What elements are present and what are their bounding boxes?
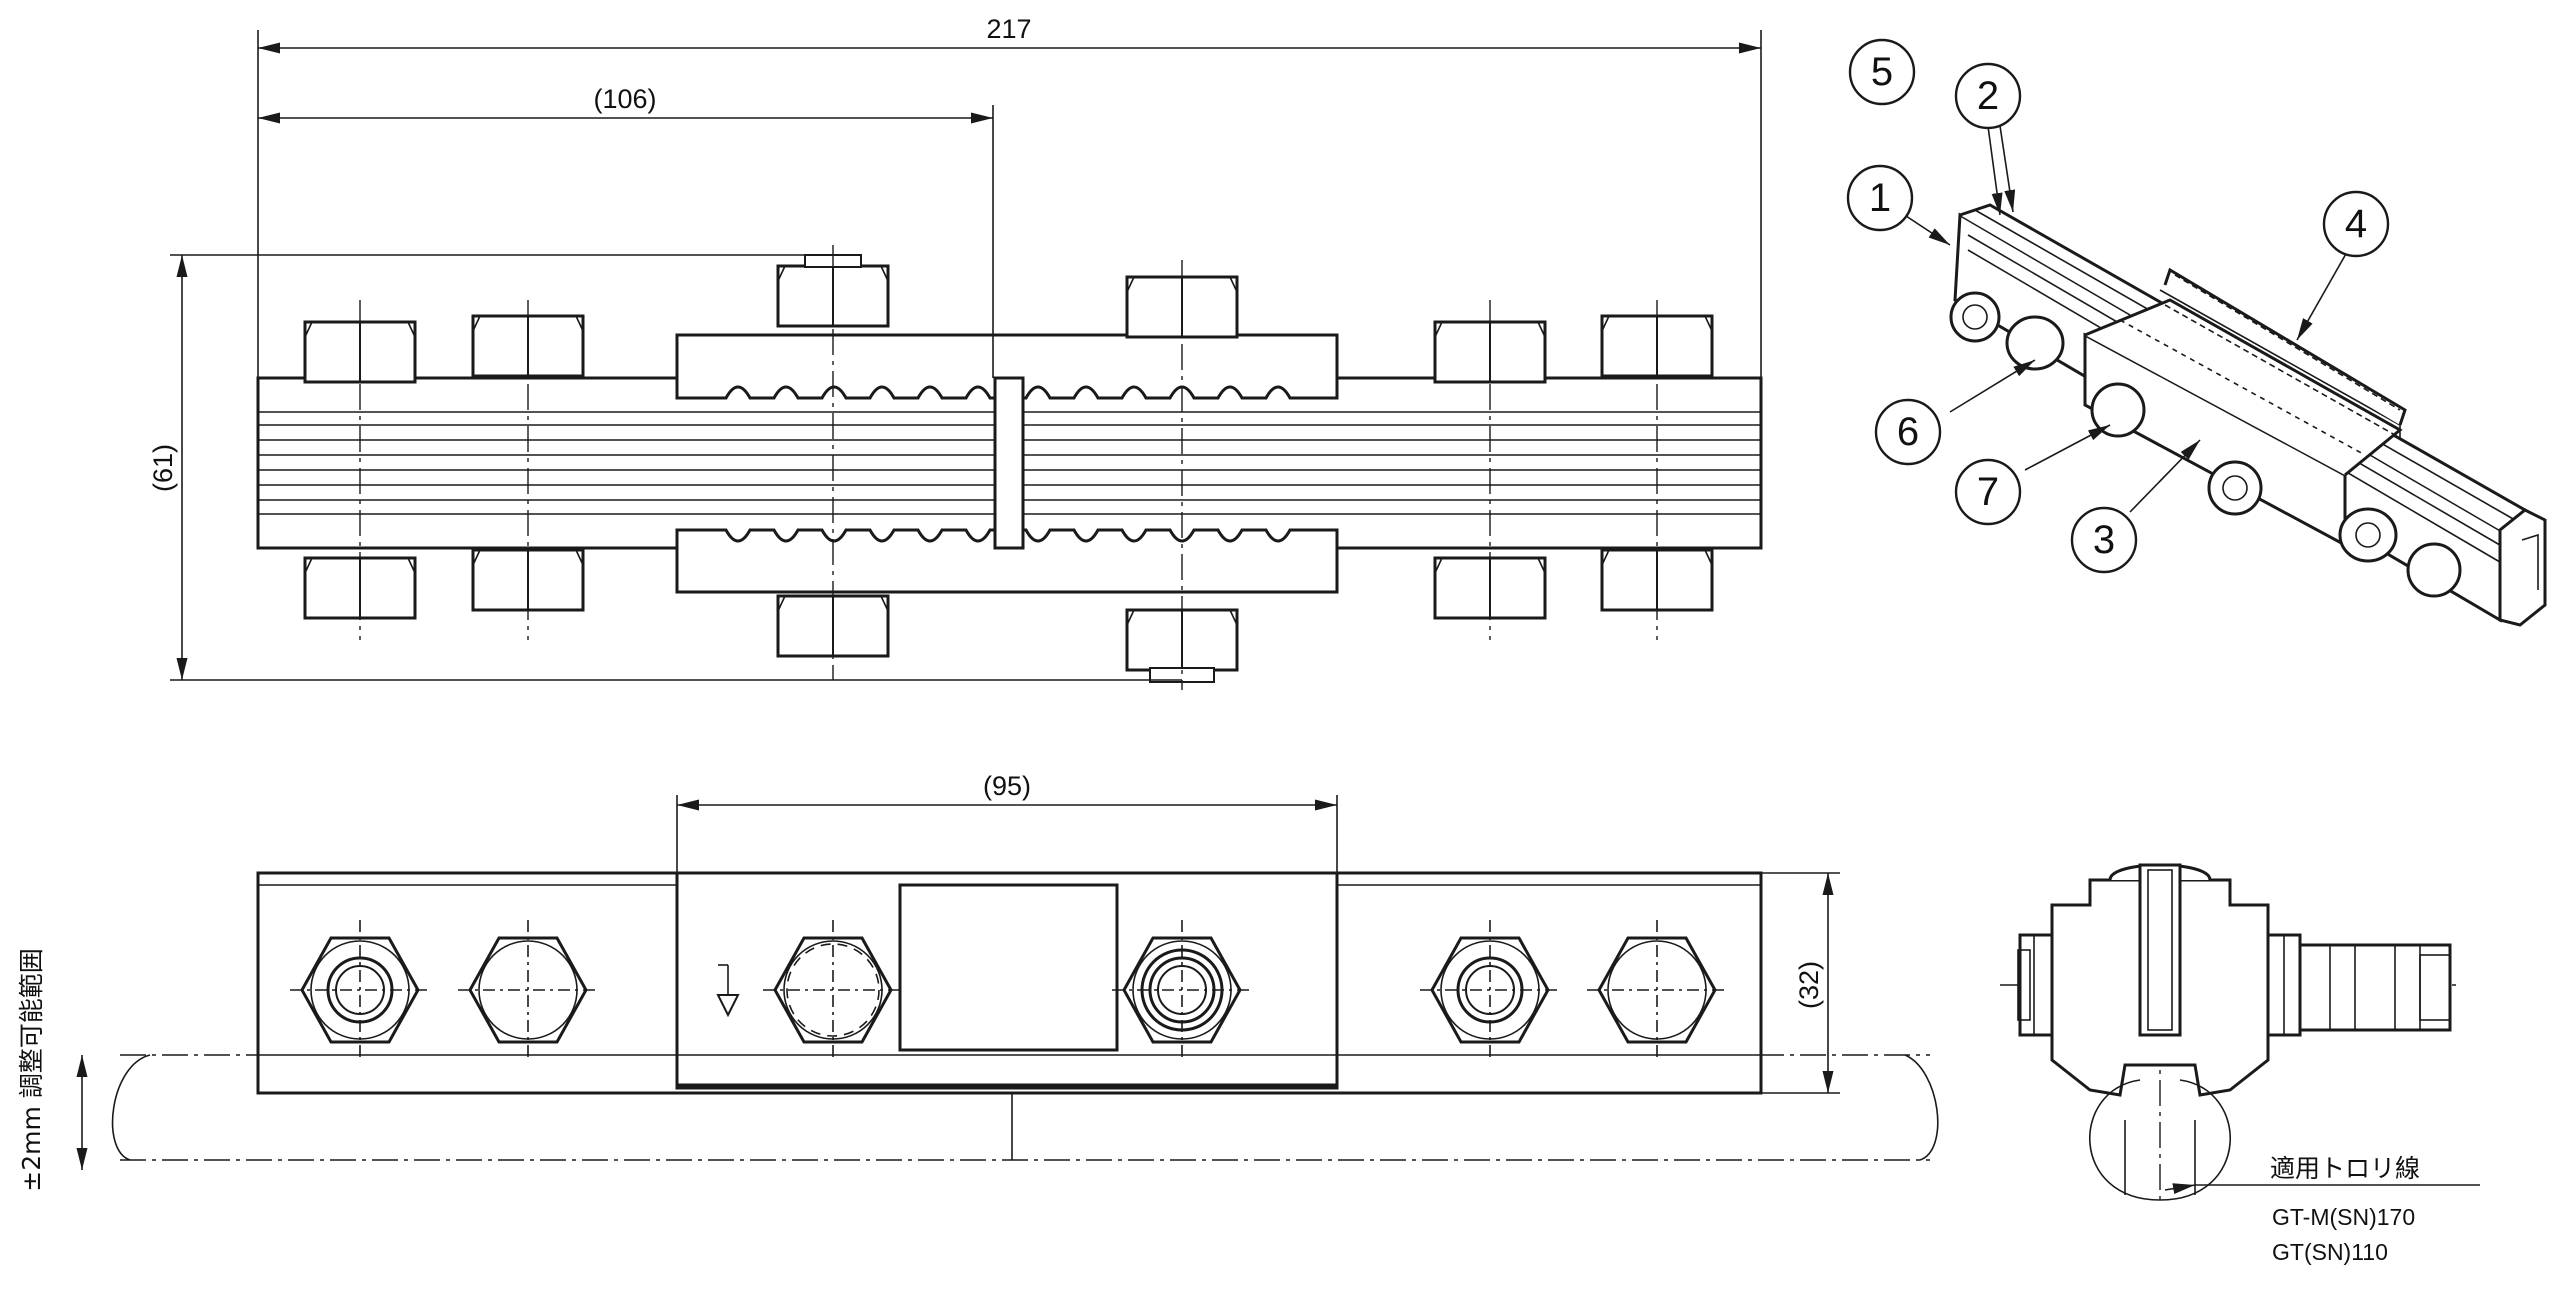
trolley-type-2: GT(SN)110: [2272, 1239, 2388, 1265]
side-view: (95) (32) ±2mm 調整可能範囲: [17, 771, 1939, 1192]
balloon-2: 2: [1954, 62, 2022, 130]
trolley-wire-label: 適用トロリ線: [2270, 1154, 2420, 1183]
svg-text:4: 4: [2345, 202, 2367, 246]
balloon-6: 6: [1874, 398, 1942, 466]
balloon-1: 1: [1846, 164, 1914, 232]
top-view: 217 (106) (61): [148, 14, 1763, 690]
svg-text:1: 1: [1869, 176, 1891, 220]
balloon-4: 4: [2322, 190, 2390, 258]
end-view: 適用トロリ線 GT-M(SN)170 GT(SN)110: [2000, 863, 2480, 1265]
clamp-plate-top: [675, 333, 1339, 400]
balloon-3: 3: [2070, 506, 2138, 574]
trolley-type-1: GT-M(SN)170: [2272, 1204, 2415, 1230]
svg-text:3: 3: [2093, 518, 2115, 562]
svg-text:7: 7: [1977, 470, 1999, 514]
dim-half-length: (106): [593, 84, 656, 114]
balloon-7: 7: [1954, 458, 2022, 526]
isometric-view: [1902, 103, 2547, 627]
svg-text:5: 5: [1871, 50, 1893, 94]
dim-height-top: (61): [148, 444, 178, 492]
dim-height-side: (32): [1794, 961, 1824, 1009]
svg-text:6: 6: [1897, 410, 1919, 454]
adjust-range-note: ±2mm 調整可能範囲: [17, 948, 46, 1192]
dim-overall-length: 217: [986, 14, 1031, 44]
dim-clamp-length: (95): [983, 771, 1031, 801]
balloon-5: 5: [1848, 38, 1916, 106]
svg-text:2: 2: [1977, 74, 1999, 118]
clamp-plate-bottom: [675, 528, 1339, 594]
